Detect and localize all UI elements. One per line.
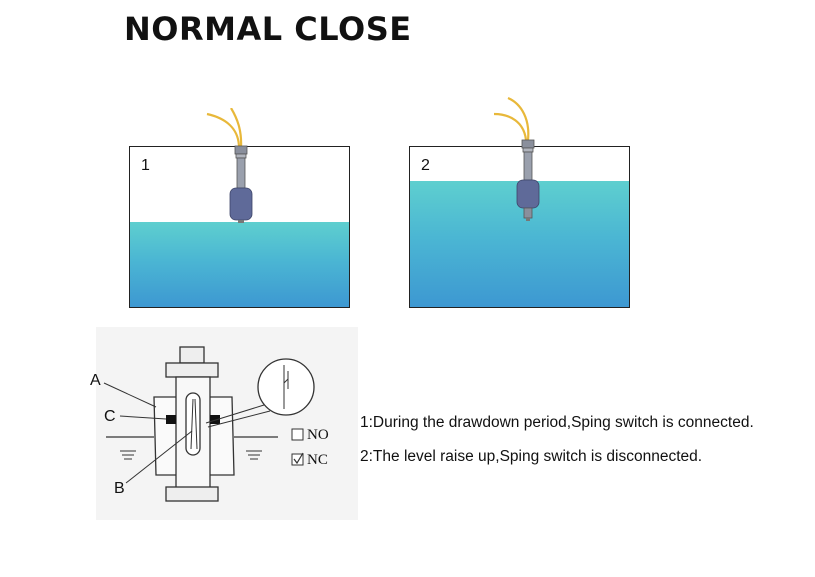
tank-2-number: 2 (421, 157, 430, 174)
label-b: B (114, 480, 125, 497)
tank-1-water (130, 222, 349, 307)
float-sensor-2 (493, 96, 540, 221)
switch-schematic: A C B NO NC (90, 327, 358, 520)
page-title: NORMAL CLOSE (124, 10, 412, 48)
legend-no: NO (307, 427, 329, 443)
description-2: 2:The level raise up,Sping switch is dis… (360, 448, 703, 465)
tank-1-number: 1 (141, 157, 150, 174)
schematic-drawing (103, 346, 315, 502)
legend-nc: NC (307, 452, 328, 468)
label-c: C (104, 408, 116, 425)
float-sensor-1 (206, 108, 253, 223)
description-1: 1:During the drawdown period,Sping switc… (360, 414, 754, 431)
label-a: A (90, 372, 101, 389)
